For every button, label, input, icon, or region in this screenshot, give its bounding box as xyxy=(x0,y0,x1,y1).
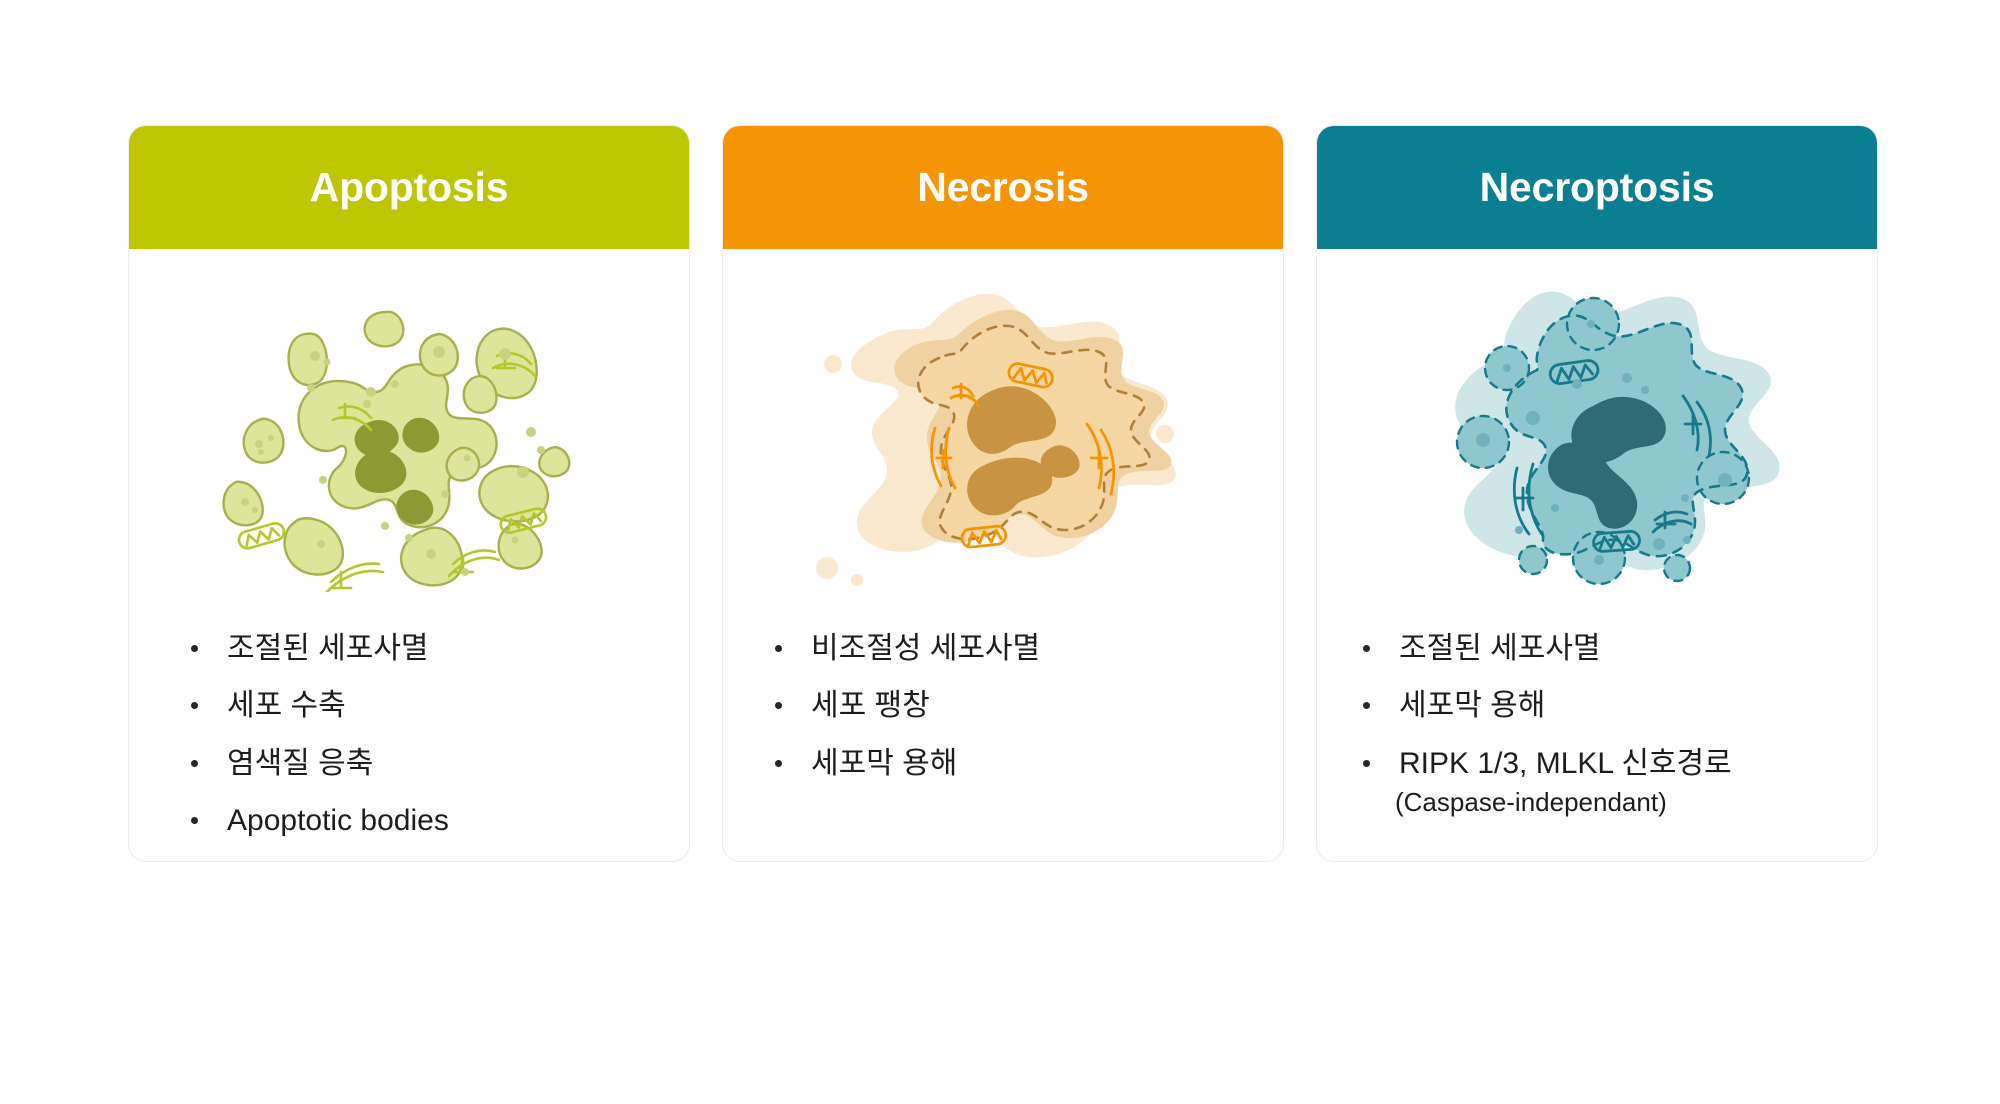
necrosis-ruptured-membrane xyxy=(917,324,1151,541)
bullet-label: 세포 수축 xyxy=(227,689,346,723)
bullet-label: 비조절성 세포사멸 xyxy=(811,632,1041,665)
bullet-dot-icon xyxy=(191,817,201,824)
bullet-list-apoptosis: 조절된 세포사멸 세포 수축 염색질 응축 Apoptotic bodies xyxy=(129,597,689,861)
list-item: 세포 팽창 xyxy=(723,688,1283,723)
bullet-list-necroptosis: 조절된 세포사멸 세포막 용해 RIPK 1/3, MLKL 신호경로 (Cas… xyxy=(1317,597,1877,861)
list-item: 세포 수축 xyxy=(129,688,689,723)
necrosis-cell-illustration xyxy=(816,293,1176,586)
bullet-label: 세포막 용해 xyxy=(811,746,958,780)
card-title-necrosis: Necrosis xyxy=(917,163,1089,210)
card-header-apoptosis: Apoptosis xyxy=(129,125,689,249)
necroptosis-ruptured-membrane xyxy=(1505,314,1749,558)
bullet-label: 염색질 응축 xyxy=(227,746,374,780)
list-item: 조절된 세포사멸 xyxy=(129,631,689,666)
card-title-apoptosis: Apoptosis xyxy=(309,163,509,210)
bullet-list-necrosis: 비조절성 세포사멸 세포 팽창 세포막 용해 xyxy=(723,597,1283,861)
bullet-label: RIPK 1/3, MLKL 신호경로 xyxy=(1399,746,1732,780)
bullet-dot-icon xyxy=(191,760,201,767)
list-item: 비조절성 세포사멸 xyxy=(723,631,1283,666)
list-item: 염색질 응축 xyxy=(129,746,689,781)
card-row: Apoptosis xyxy=(128,125,1880,862)
card-body-necrosis: 비조절성 세포사멸 세포 팽창 세포막 용해 xyxy=(723,249,1283,861)
card-header-necroptosis: Necroptosis xyxy=(1317,125,1877,249)
list-item: RIPK 1/3, MLKL 신호경로 (Caspase-independant… xyxy=(1317,746,1877,818)
bullet-dot-icon xyxy=(191,702,201,709)
list-item: 세포막 용해 xyxy=(723,746,1283,781)
card-necrosis: Necrosis xyxy=(722,125,1284,862)
necroptosis-nucleus xyxy=(1548,396,1666,529)
bullet-sublabel: (Caspase-independant) xyxy=(1395,787,1667,818)
bullet-dot-icon xyxy=(1363,760,1373,767)
list-item: 조절된 세포사멸 xyxy=(1317,631,1877,666)
necrosis-nucleus xyxy=(967,386,1080,516)
bullet-label: 세포 팽창 xyxy=(811,689,930,723)
bullet-label: 세포막 용해 xyxy=(1399,689,1546,723)
bullet-dot-icon xyxy=(191,645,201,652)
bullet-dot-icon xyxy=(775,760,785,767)
card-body-necroptosis: 조절된 세포사멸 세포막 용해 RIPK 1/3, MLKL 신호경로 (Cas… xyxy=(1317,249,1877,861)
bullet-label: Apoptotic bodies xyxy=(227,804,449,838)
bullet-dot-icon xyxy=(775,645,785,652)
list-item: 세포막 용해 xyxy=(1317,688,1877,723)
necroptosis-cell-illustration xyxy=(1455,291,1780,586)
bullet-label: 조절된 세포사멸 xyxy=(227,632,429,665)
bullet-dot-icon xyxy=(775,702,785,709)
bullet-label-group: RIPK 1/3, MLKL 신호경로 (Caspase-independant… xyxy=(1395,746,1732,818)
apoptosis-cell-illustration xyxy=(222,310,571,592)
card-apoptosis: Apoptosis xyxy=(128,125,690,862)
card-necroptosis: Necroptosis xyxy=(1316,125,1878,862)
figure-necroptosis xyxy=(1317,249,1877,597)
bullet-dot-icon xyxy=(1363,702,1373,709)
card-header-necrosis: Necrosis xyxy=(723,125,1283,249)
bullet-dot-icon xyxy=(1363,645,1373,652)
figure-apoptosis xyxy=(129,249,689,597)
card-title-necroptosis: Necroptosis xyxy=(1479,163,1715,210)
card-body-apoptosis: 조절된 세포사멸 세포 수축 염색질 응축 Apoptotic bodies xyxy=(129,249,689,861)
figure-necrosis xyxy=(723,249,1283,597)
list-item: Apoptotic bodies xyxy=(129,803,689,838)
bullet-label: 조절된 세포사멸 xyxy=(1399,632,1601,665)
